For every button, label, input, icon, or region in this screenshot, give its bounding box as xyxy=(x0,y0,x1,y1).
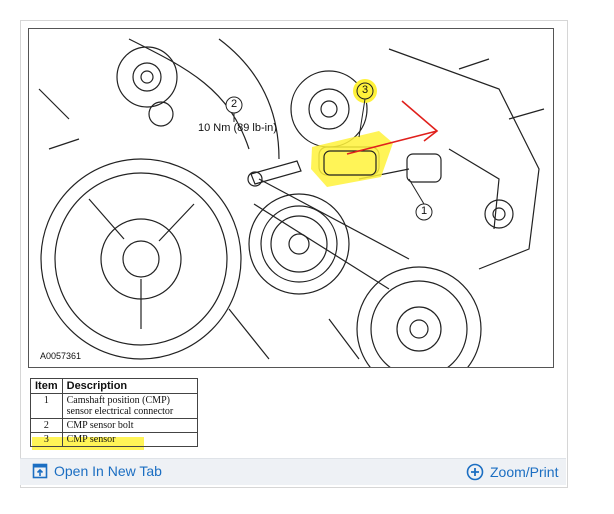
legend-header-description: Description xyxy=(61,378,198,394)
legend-item-description: CMP sensor bolt xyxy=(61,418,198,433)
legend-header-item: Item xyxy=(30,378,63,394)
open-in-new-tab-button[interactable]: Open In New Tab xyxy=(32,463,162,479)
legend-item-number: 2 xyxy=(30,418,63,433)
legend-item-number: 3 xyxy=(30,432,63,447)
engine-line-drawing xyxy=(38,38,545,367)
sensor-highlight xyxy=(311,131,393,187)
zoom-plus-icon xyxy=(466,463,484,481)
legend-item-description: CMP sensor xyxy=(61,432,198,447)
legend-table: Item Description 1 Camshaft position (CM… xyxy=(30,378,198,447)
red-arrow-annotation xyxy=(346,100,439,155)
legend-item-number: 1 xyxy=(30,393,63,419)
image-toolbar: Open In New Tab Zoom/Print xyxy=(20,458,566,485)
engine-diagram: 2 1 3 10 Nm (89 lb-in) A0057361 xyxy=(28,28,554,368)
callout-label-3: 3 xyxy=(362,84,369,96)
callout-label-2: 2 xyxy=(231,98,238,110)
legend-item-description: Camshaft position (CMP) sensor electrica… xyxy=(61,393,198,419)
zoom-print-label: Zoom/Print xyxy=(490,464,559,480)
callout-label-1: 1 xyxy=(421,205,428,217)
open-in-new-tab-label: Open In New Tab xyxy=(54,463,162,479)
table-row: 1 Camshaft position (CMP) sensor electri… xyxy=(30,393,198,419)
zoom-print-button[interactable]: Zoom/Print xyxy=(466,463,558,481)
open-in-new-tab-icon xyxy=(32,463,48,479)
legend-header-row: Item Description xyxy=(30,378,198,394)
figure-id: A0057361 xyxy=(40,351,82,361)
table-row: 2 CMP sensor bolt xyxy=(30,418,198,433)
torque-spec: 10 Nm (89 lb-in) xyxy=(198,122,277,134)
table-row: 3 CMP sensor xyxy=(30,432,198,447)
